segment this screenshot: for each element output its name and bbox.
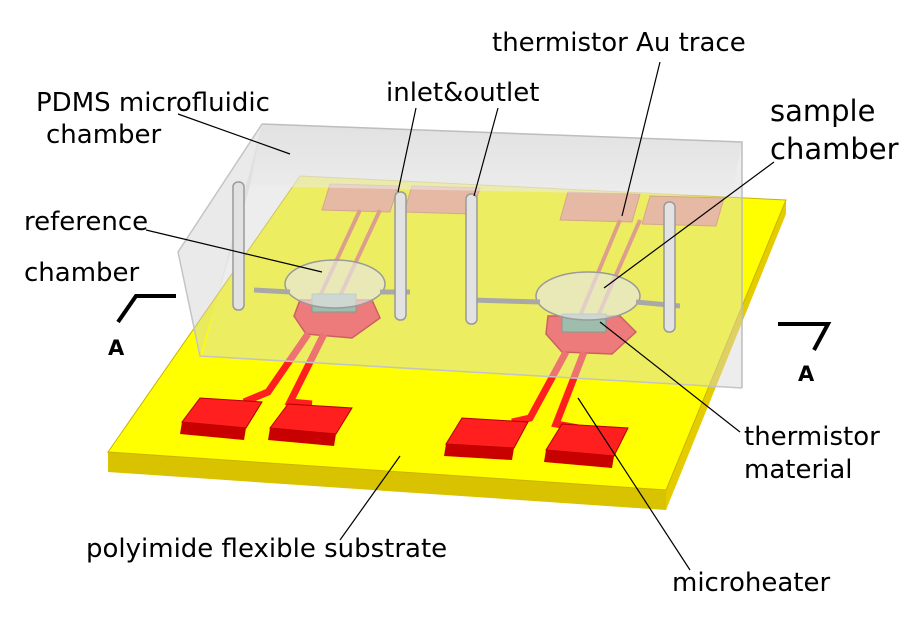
heater-pad [181,397,263,429]
substrate-right-edge [666,200,786,510]
sample-chamber [535,271,641,321]
leader-microheater [577,397,691,571]
thermistor-contact-pads [321,183,725,227]
label-thermistor-au-trace: thermistor Au trace [492,28,746,58]
pdms-chamber [177,123,743,389]
label-pdms-line2: chamber [46,120,162,150]
leader-thermistor-material [599,321,741,433]
reference-chamber [284,259,386,309]
label-reference-line2: chamber [24,258,140,288]
section-label-right: A [798,362,815,386]
leader-sample [603,161,775,289]
leader-substrate [339,455,401,541]
label-sample-line1: sample [770,94,876,128]
leader-outlet [473,107,499,197]
label-thermistor-material-line1: thermistor [744,422,880,452]
inlet-outlet-posts [232,181,676,333]
leader-inlet [397,107,417,193]
label-substrate: polyimide flexible substrate [86,534,448,564]
microheater-left [180,299,381,446]
leader-lines [145,61,775,571]
label-pdms-line1: PDMS microfluidic [36,88,270,118]
label-microheater: microheater [672,568,831,598]
leader-pdms [177,113,291,155]
label-reference-line1: reference [24,207,149,237]
leader-trace [621,61,661,217]
heater-pad [445,417,529,449]
section-markers [116,294,832,351]
substrate-front-edge [108,452,666,510]
section-label-left: A [108,336,125,360]
label-sample-line2: chamber [770,132,899,166]
polyimide-substrate [107,175,787,510]
label-inlet-outlet: inlet&outlet [386,78,540,108]
leader-reference [145,229,323,273]
label-thermistor-material-line2: material [744,455,853,485]
